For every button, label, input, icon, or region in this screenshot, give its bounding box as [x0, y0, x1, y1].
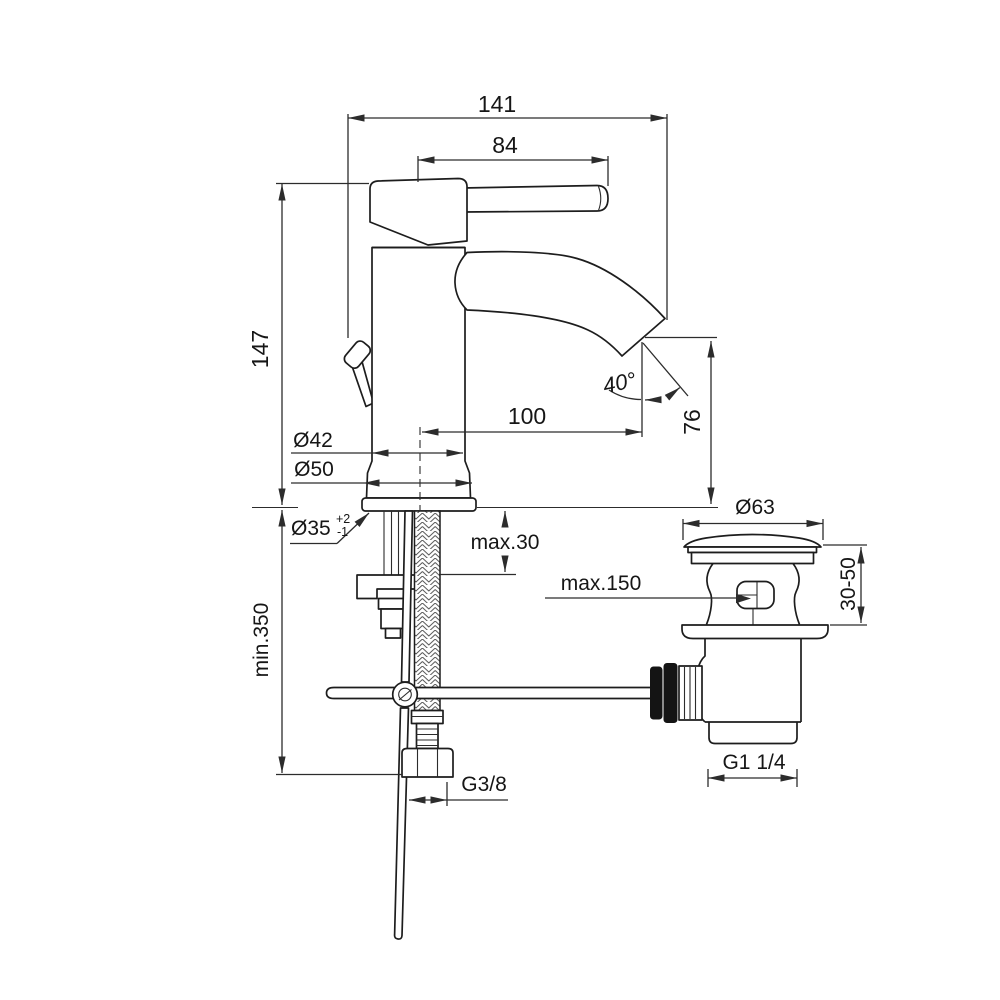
dim-max30: max.30	[439, 510, 540, 576]
waste-tailpiece	[708, 722, 798, 745]
dim-76: 76	[645, 336, 717, 505]
pop-up-rod	[325, 686, 652, 700]
waste-flange	[681, 624, 829, 640]
dim-max30-label: max.30	[471, 531, 540, 554]
pull-rod-upper	[400, 510, 414, 683]
hose-braid	[413, 510, 441, 712]
dim-max150-label: max.150	[561, 572, 642, 595]
base-plate	[361, 497, 477, 512]
handle-lever	[462, 184, 609, 213]
ball-joint	[650, 663, 703, 723]
dim-min350: min.350	[250, 509, 402, 776]
installation-parts	[325, 510, 652, 940]
dim-dia63: Ø63	[682, 496, 824, 540]
dim-40deg: 40°	[601, 342, 689, 404]
faucet	[343, 177, 666, 512]
waste-cap	[683, 533, 822, 565]
dim-dia35-tol-minus: -1	[337, 525, 348, 539]
reference-lines	[252, 427, 718, 511]
dim-min350-label: min.350	[250, 603, 273, 678]
dim-dia63-label: Ø63	[735, 496, 775, 519]
pop-up-knob	[343, 340, 372, 370]
dim-dia50: Ø50	[291, 458, 473, 487]
dim-dia50-label: Ø50	[294, 458, 334, 481]
spout	[454, 250, 666, 357]
dim-dia42-label: Ø42	[293, 429, 333, 452]
hose-nut	[401, 747, 454, 778]
dim-141: 141	[347, 91, 668, 338]
waste-assembly	[650, 533, 829, 745]
dim-dia35-label: Ø35	[291, 517, 331, 540]
dim-84: 84	[417, 132, 609, 186]
dim-100: 100	[421, 342, 643, 437]
dim-76-label: 76	[679, 409, 705, 435]
dim-40deg-label: 40°	[601, 367, 639, 398]
dim-147-label: 147	[247, 330, 273, 368]
waste-lower-body	[694, 639, 802, 745]
dim-30-50: 30-50	[823, 544, 867, 626]
dim-100-label: 100	[508, 403, 546, 429]
pull-rod-lower	[393, 707, 410, 940]
supply-hose	[410, 510, 444, 750]
rod-clamp	[391, 681, 419, 708]
dim-141-label: 141	[478, 91, 516, 117]
dim-max150: max.150	[545, 572, 751, 604]
threaded-rods	[383, 511, 400, 575]
waste-upper-body	[705, 562, 801, 625]
dim-dia42: Ø42	[291, 429, 464, 457]
handle-cap	[369, 177, 468, 246]
dim-84-label: 84	[492, 132, 518, 158]
hose-corrugation	[415, 722, 439, 750]
dim-g38: G3/8	[408, 773, 508, 806]
dim-30-50-label: 30-50	[837, 557, 860, 611]
dim-g114: G1 1/4	[707, 751, 798, 787]
dim-dia35: Ø35 +2 -1	[290, 512, 370, 545]
dim-147: 147	[247, 182, 369, 506]
lever-end-line	[597, 186, 602, 211]
dim-dia35-tol-plus: +2	[336, 512, 350, 526]
dim-g38-label: G3/8	[461, 773, 507, 796]
dim-g114-label: G1 1/4	[722, 751, 785, 774]
